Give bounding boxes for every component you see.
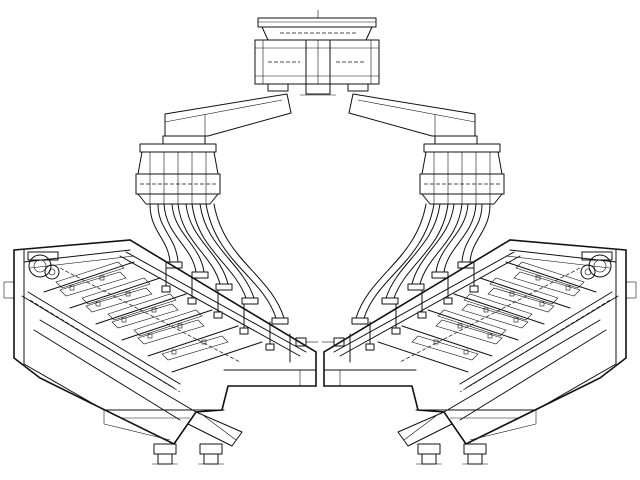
top-distributor	[254, 10, 380, 96]
left-feed-pipes	[149, 203, 289, 325]
left-screen	[3, 239, 319, 465]
right-screen	[321, 239, 637, 465]
right-feed-chute	[348, 93, 478, 145]
right-splitter-box	[419, 143, 505, 205]
left-feed-chute	[162, 93, 292, 145]
left-splitter-box	[135, 143, 221, 205]
